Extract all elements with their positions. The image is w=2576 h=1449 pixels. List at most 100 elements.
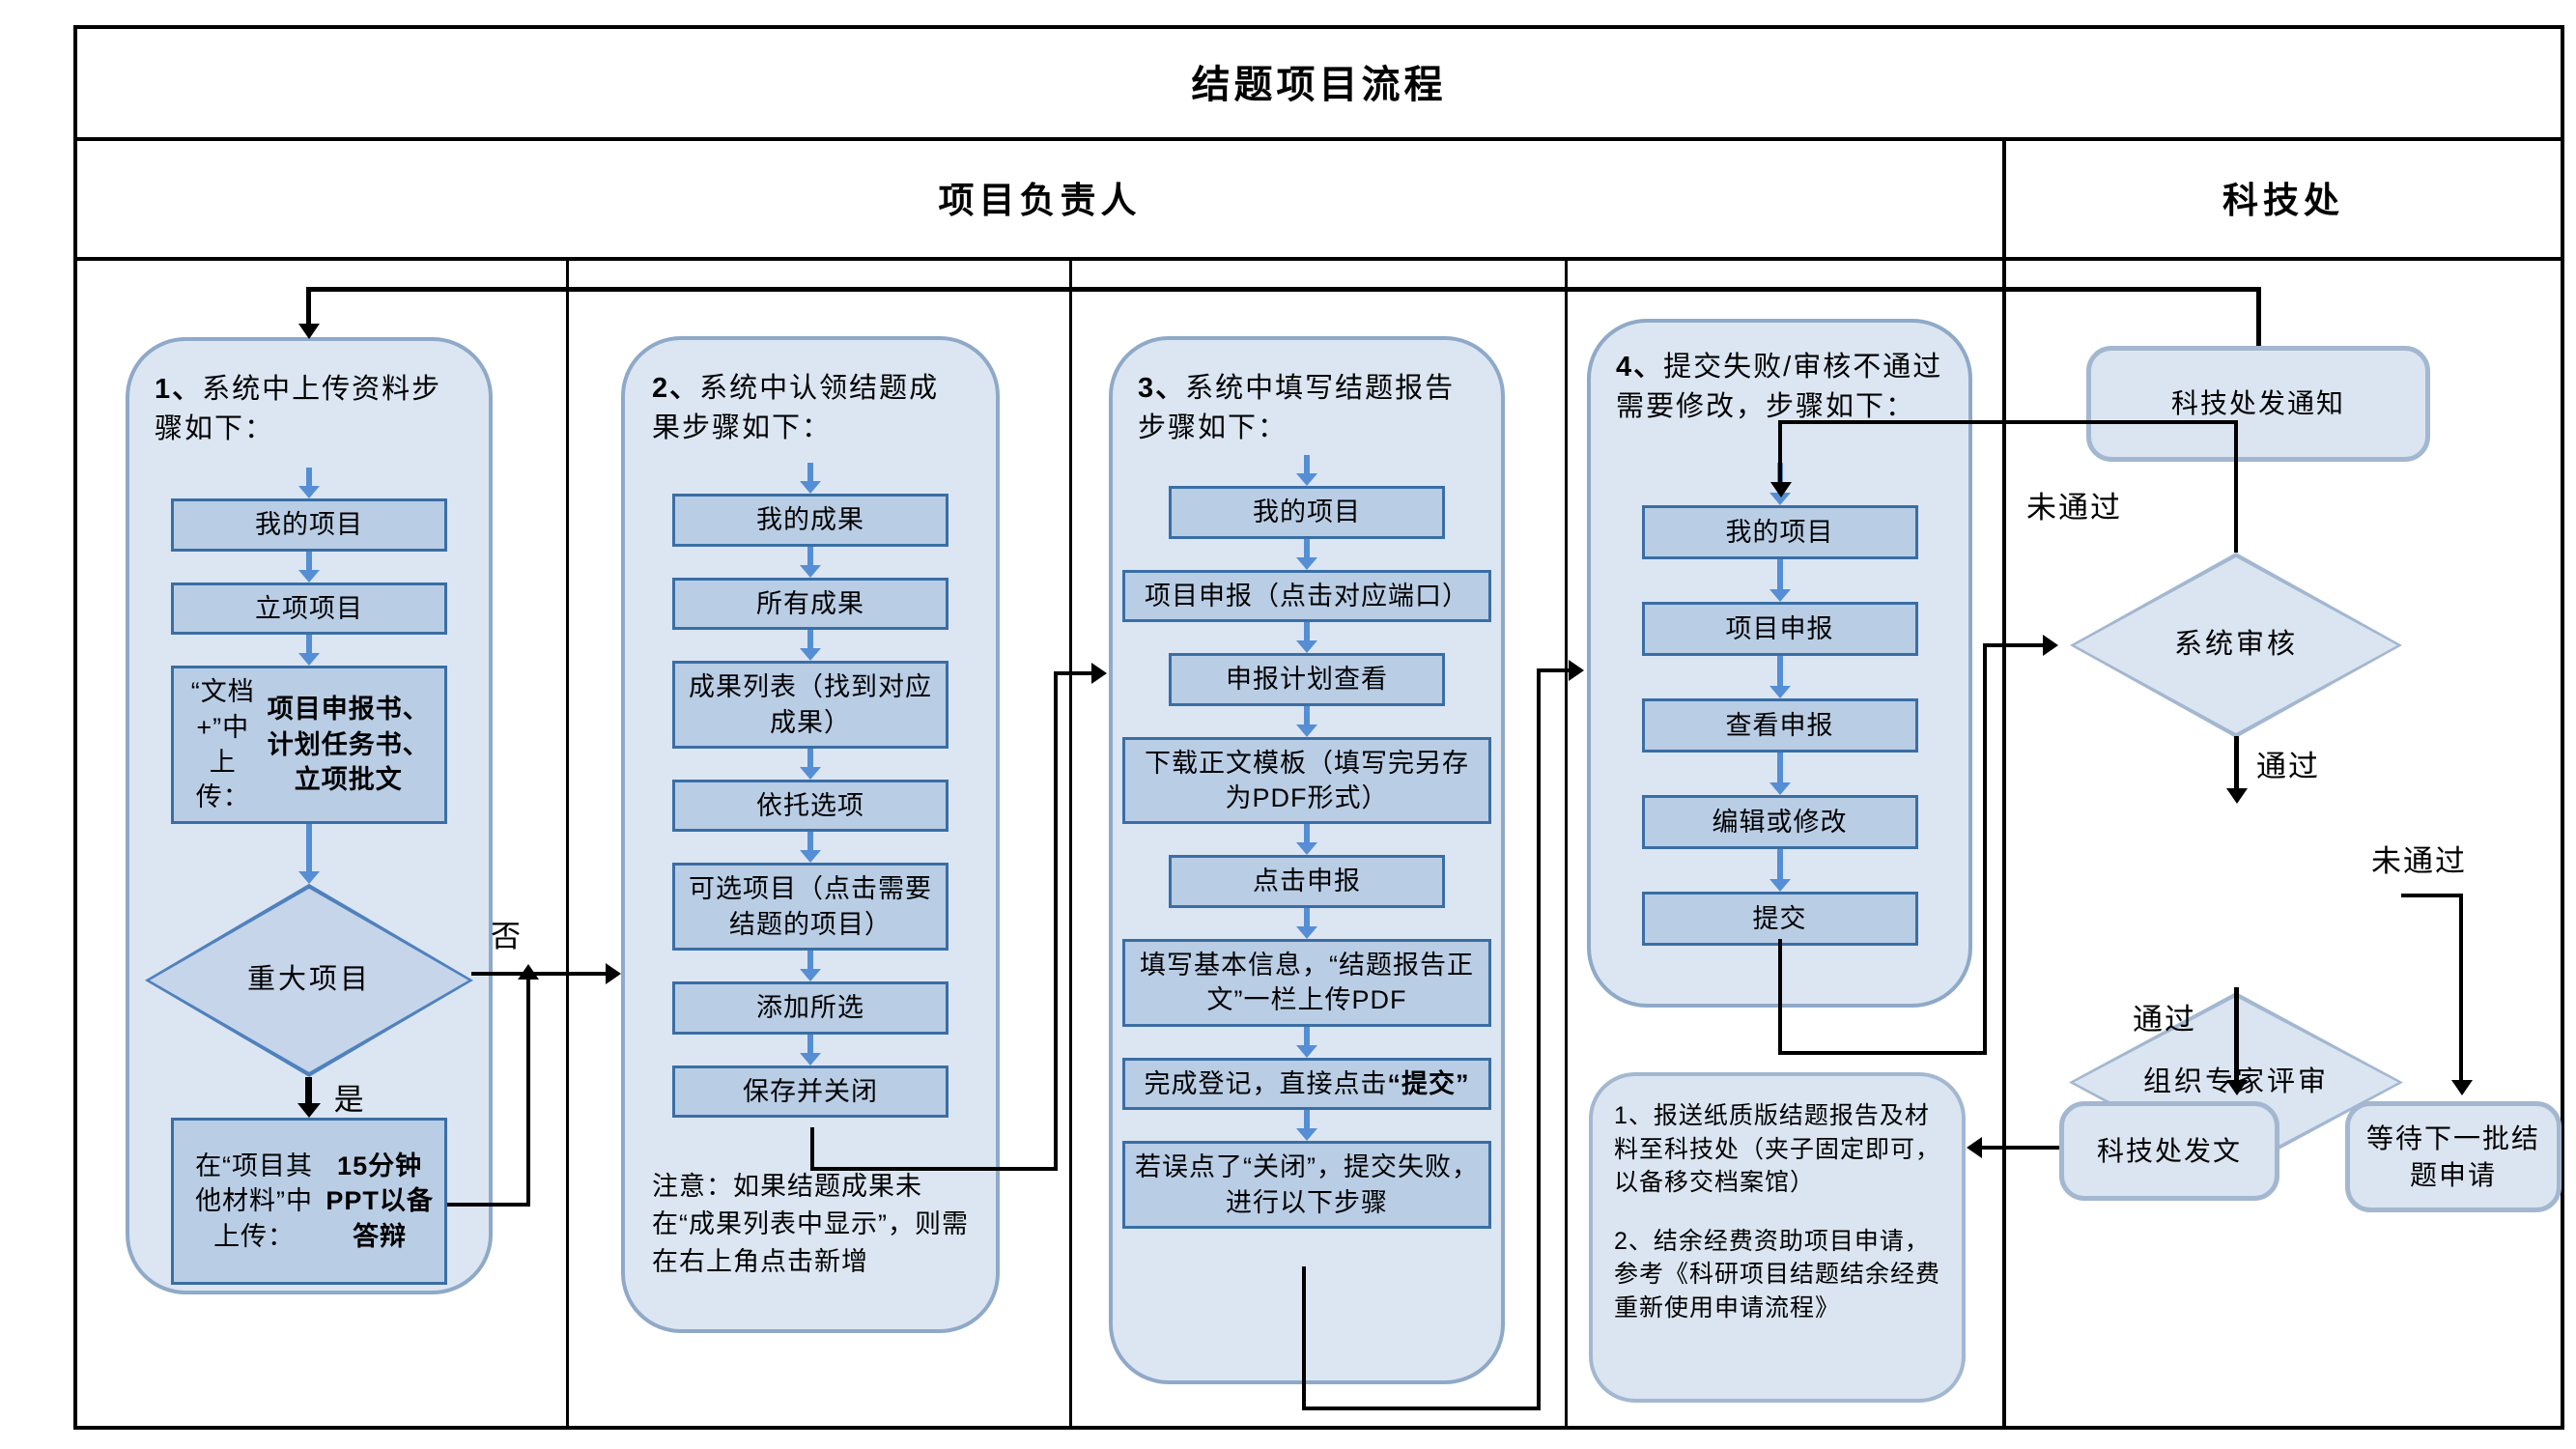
step: 所有成果: [652, 546, 969, 631]
connector-fail1-v-left: [1778, 420, 1782, 484]
connector-g4-h1: [1778, 1051, 1987, 1055]
group3-header: 3、系统中填写结题报告步骤如下：: [1138, 369, 1476, 447]
text-segment: 我的项目: [1725, 517, 1834, 547]
step-box: 立项项目: [171, 582, 447, 636]
arrow-stem: [305, 1076, 312, 1105]
down-arrow-icon: [1120, 538, 1493, 570]
decision-major-project-label: 重大项目: [246, 963, 371, 995]
flow-group-resubmit: 4、提交失败/审核不通过需要修改，步骤如下： 我的项目 项目申报 查看申报 编辑…: [1587, 319, 1972, 1008]
arrow-head-icon: [1770, 482, 1792, 497]
step-box: 保存并关闭: [672, 1065, 948, 1119]
lane-header-owner-text: 项目负责人: [938, 181, 1142, 220]
group2-header: 2、系统中认领结题成果步骤如下：: [652, 369, 969, 447]
decision-system-review: 系统审核: [2070, 553, 2402, 738]
down-arrow-icon: [1616, 559, 1943, 603]
step-box: 下载正文模板（填写完另存为PDF形式）: [1121, 736, 1492, 825]
edge-label-no: 否: [491, 920, 523, 953]
step: 查看申报: [1616, 656, 1943, 753]
issue-document-label: 科技处发文: [2096, 1135, 2242, 1166]
text-segment: 添加所选: [756, 993, 864, 1023]
connector-start-h: [306, 287, 2260, 292]
step-box: 可选项目（点击需要结题的项目）: [672, 863, 948, 952]
connector-g4-v1: [1778, 939, 1782, 1055]
down-arrow-icon: [1120, 824, 1493, 856]
text-segment: 点击申报: [1253, 867, 1361, 896]
paper-submission-note: 1、报送纸质版结题报告及材料至科技处（夹子固定即可，以备移交档案馆） 2、结余经…: [1589, 1072, 1966, 1403]
text-segment: 保存并关闭: [743, 1076, 878, 1106]
arrow-head-icon: [1569, 660, 1584, 681]
text-segment: 我的成果: [756, 505, 864, 535]
connector-pass1-v: [2234, 736, 2239, 790]
text-segment: 我的项目: [1253, 497, 1361, 527]
text-segment: 所有成果: [756, 588, 864, 618]
decision-major-project: 重大项目: [145, 883, 473, 1077]
down-arrow-icon: [1120, 705, 1493, 737]
decision-system-review-label: 系统审核: [2173, 629, 2298, 661]
step: 依托选项: [652, 748, 969, 833]
text-segment: 下载正文模板（填写完另存为PDF形式）: [1145, 748, 1469, 812]
step: 我的项目: [1616, 463, 1943, 560]
notice-box: 科技处发通知: [2086, 346, 2430, 462]
step-box-upload-ppt: 在“项目其他材料”中上传：15分钟PPT以备答辩: [171, 1117, 447, 1285]
step-box: 我的项目: [171, 498, 447, 552]
step-box: 依托选项: [672, 779, 948, 833]
step-box: 项目申报（点击对应端口）: [1121, 569, 1492, 623]
down-arrow-icon: [1616, 849, 1943, 893]
text-segment: 立项项目: [255, 593, 363, 623]
down-arrow-icon: [652, 832, 969, 864]
arrow-head-icon: [2226, 1080, 2248, 1095]
step: 申报计划查看: [1120, 622, 1493, 706]
step: 提交: [1616, 849, 1943, 947]
down-arrow-icon: [652, 748, 969, 780]
text-segment: 2、: [652, 373, 700, 404]
connector-g3-v1: [1302, 1266, 1306, 1410]
step: 保存并关闭: [652, 1034, 969, 1119]
connector-g2-h2: [1054, 671, 1092, 675]
arrow-head-icon: [1091, 663, 1107, 684]
connector-ppt-v: [526, 978, 530, 1207]
connector-g3-h1: [1302, 1406, 1541, 1410]
edge-label-pass-2: 通过: [2133, 1003, 2196, 1037]
arrow-head-icon: [1967, 1137, 1982, 1158]
wait-next-batch-box: 等待下一批结题申请: [2345, 1101, 2562, 1212]
step-box: 查看申报: [1641, 698, 1918, 753]
step: 完成登记，直接点击“提交”: [1120, 1026, 1493, 1111]
text-segment: “文档+”中上传：: [190, 677, 255, 812]
issue-document-box: 科技处发文: [2059, 1101, 2279, 1201]
connector-g2-v1: [810, 1127, 814, 1171]
down-arrow-icon: [155, 823, 464, 884]
step-box: 我的项目: [1641, 505, 1918, 560]
step: 我的项目: [1120, 455, 1493, 539]
text-segment: 系统中上传资料步骤如下：: [155, 374, 442, 444]
step: 可选项目（点击需要结题的项目）: [652, 832, 969, 952]
note-paragraph-1: 1、报送纸质版结题报告及材料至科技处（夹子固定即可，以备移交档案馆）: [1614, 1102, 1941, 1196]
text-segment: 完成登记，直接点击: [1144, 1068, 1388, 1098]
step-box: 我的项目: [1169, 486, 1445, 539]
notice-box-label: 科技处发通知: [2170, 388, 2345, 419]
connector-fail1-v-right: [2234, 420, 2238, 553]
step-box: 点击申报: [1169, 855, 1445, 908]
lane-header-office-text: 科技处: [2222, 181, 2344, 220]
down-arrow-icon: [155, 468, 464, 499]
down-arrow-icon: [1616, 753, 1943, 796]
group2-steps: 我的成果 所有成果 成果列表（找到对应成果） 依托选项 可选项目（点击需要结题的…: [652, 463, 969, 1119]
step-box: 申报计划查看: [1169, 653, 1445, 706]
down-arrow-icon: [155, 551, 464, 582]
arrow-head-icon: [606, 963, 621, 984]
step-box: 添加所选: [672, 981, 948, 1035]
step: 我的成果: [652, 463, 969, 547]
text-segment: 在“项目其他材料”中上传：: [195, 1151, 314, 1251]
down-arrow-icon: [1120, 455, 1493, 487]
text-segment: 填写基本信息，“结题报告正文”一栏上传PDF: [1140, 950, 1474, 1015]
group1-header: 1、系统中上传资料步骤如下：: [155, 370, 464, 448]
text-segment: 编辑或修改: [1712, 807, 1848, 837]
text-segment: “提交”: [1387, 1068, 1470, 1098]
flow-group-claim-results: 2、系统中认领结题成果步骤如下： 我的成果 所有成果 成果列表（找到对应成果） …: [621, 336, 1000, 1333]
step-box: 提交: [1641, 892, 1918, 947]
arrow-head-icon: [518, 964, 539, 980]
flow-group-upload-materials: 1、系统中上传资料步骤如下： 我的项目 立项项目 “文档+”中上传：项目申报书、…: [126, 337, 493, 1294]
step: 成果列表（找到对应成果）: [652, 630, 969, 749]
group4-header: 4、提交失败/审核不通过需要修改，步骤如下：: [1616, 348, 1943, 426]
step-box: 成果列表（找到对应成果）: [672, 661, 948, 749]
arrow-head-icon: [2043, 635, 2058, 656]
